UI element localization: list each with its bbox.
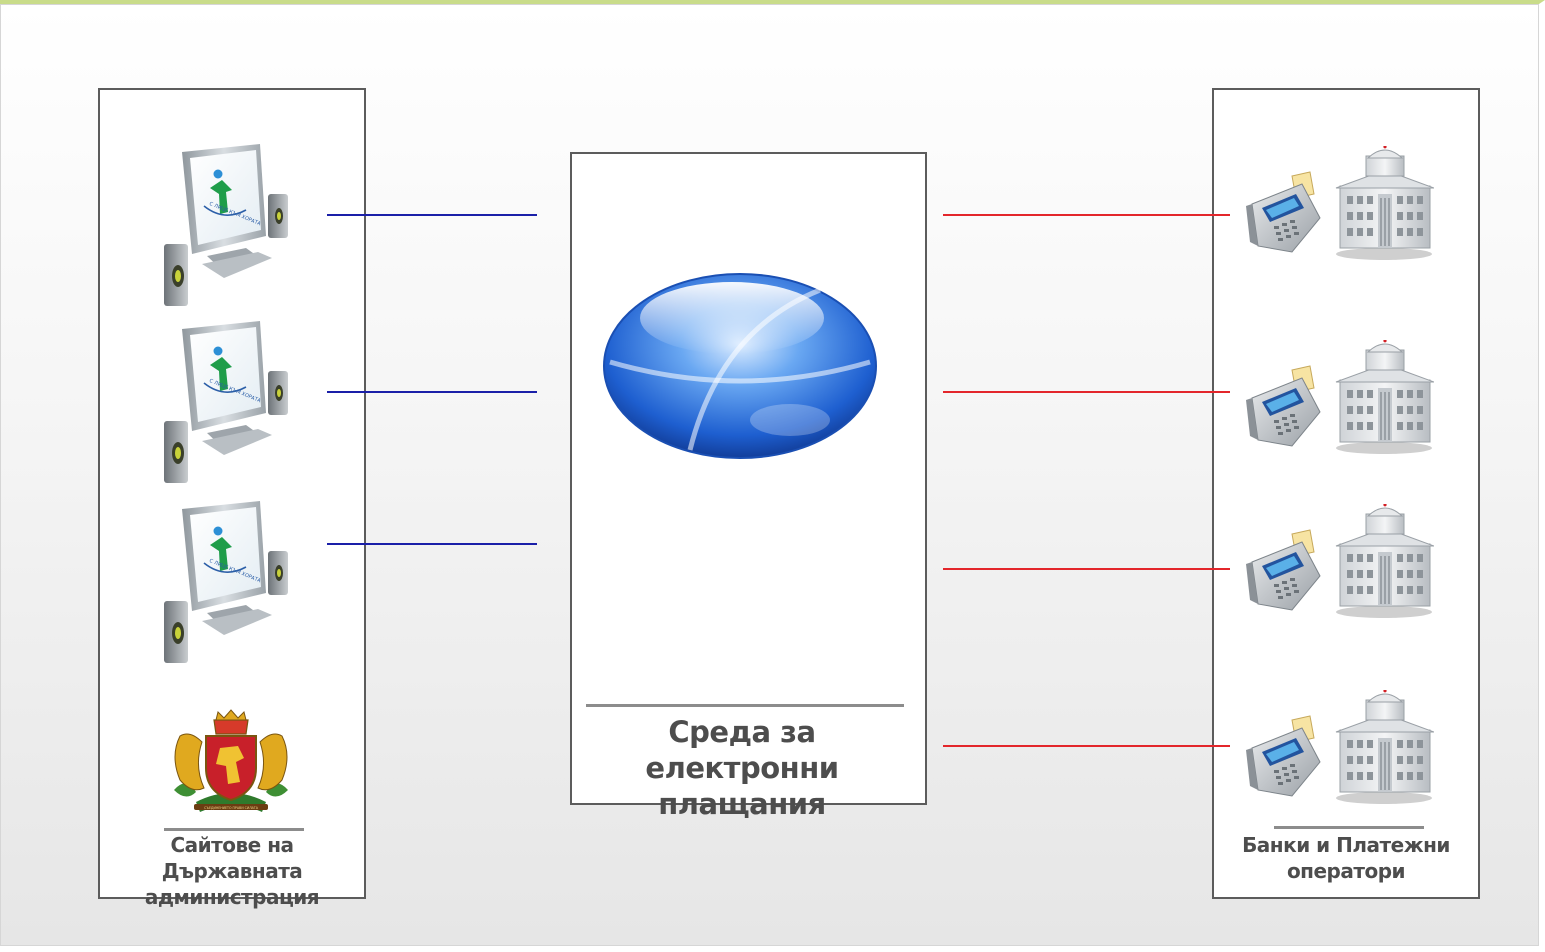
- connector-right-1: [943, 214, 1230, 216]
- government-sites-caption: Сайтове на Държавната администрация: [100, 832, 364, 910]
- svg-text:СЪЕДИНЕНИЕТО ПРАВИ СИЛАТА: СЪЕДИНЕНИЕТО ПРАВИ СИЛАТА: [204, 806, 259, 810]
- coat-of-arms-icon: СЪЕДИНЕНИЕТО ПРАВИ СИЛАТА: [174, 709, 288, 812]
- pos-terminal-bank-icon: [1244, 340, 1434, 455]
- globe-icon: [603, 273, 877, 459]
- payment-environment-panel: Среда за електронни плащания: [570, 152, 927, 821]
- connector-right-3: [943, 568, 1230, 570]
- connector-left-3: [327, 543, 537, 545]
- connector-right-4: [943, 745, 1230, 747]
- computer-kiosk-icon: [162, 144, 292, 309]
- banks-operators-caption: Банки и Платежни оператори: [1214, 832, 1478, 884]
- computer-kiosk-icon: [162, 321, 292, 486]
- pos-terminal-bank-icon: [1244, 504, 1434, 619]
- connector-left-2: [327, 391, 537, 393]
- connector-right-2: [943, 391, 1230, 393]
- caption-line-1: Банки и Платежни: [1242, 833, 1450, 857]
- computer-kiosk-icon: [162, 501, 292, 666]
- connector-left-1: [327, 214, 537, 216]
- caption-line-2: администрация: [144, 885, 320, 909]
- caption-divider: [586, 704, 904, 707]
- caption-line-2: оператори: [1286, 859, 1406, 883]
- pos-terminal-bank-icon: [1244, 690, 1434, 805]
- government-sites-panel: СЪЕДИНЕНИЕТО ПРАВИ СИЛАТА Сайтове на Дър…: [98, 88, 366, 909]
- payment-environment-caption: Среда за електронни плащания: [572, 714, 912, 822]
- caption-divider: [164, 828, 304, 831]
- caption-line-2: плащания: [658, 787, 826, 821]
- caption-line-1: Среда за електронни: [645, 715, 839, 785]
- pos-terminal-bank-icon: [1244, 146, 1434, 261]
- banks-operators-panel: Банки и Платежни оператори: [1212, 88, 1480, 899]
- caption-divider: [1274, 826, 1424, 829]
- caption-line-1: Сайтове на Държавната: [161, 833, 303, 883]
